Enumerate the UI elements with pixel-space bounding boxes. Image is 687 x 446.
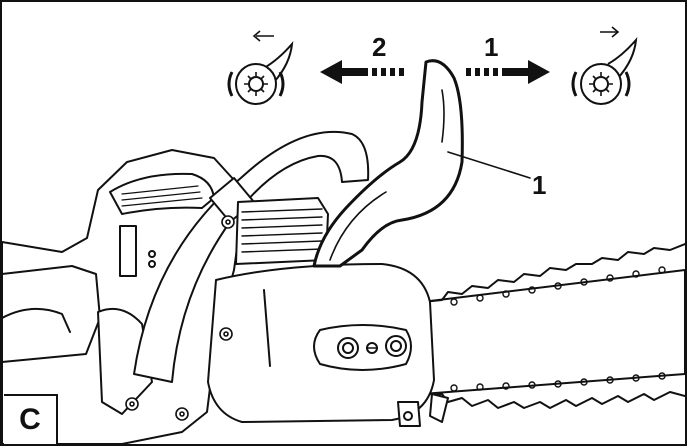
brake-engaged-icon — [571, 26, 638, 105]
callout-number: 1 — [532, 170, 546, 200]
arrow-left-icon — [320, 60, 404, 84]
engine-housing — [2, 149, 243, 444]
arrow-right-icon — [466, 60, 550, 84]
step-right-number: 1 — [484, 32, 498, 62]
screws — [125, 215, 235, 421]
chain-brake-lever — [312, 59, 464, 268]
guide-bar — [421, 243, 685, 409]
panel-label-box: C — [4, 394, 58, 444]
clutch-cover — [207, 263, 449, 427]
vent-grille — [235, 197, 329, 265]
brake-released-icon — [227, 30, 294, 105]
step-left-number: 2 — [372, 32, 386, 62]
callout-leader — [447, 151, 531, 179]
panel-letter: C — [19, 403, 41, 436]
